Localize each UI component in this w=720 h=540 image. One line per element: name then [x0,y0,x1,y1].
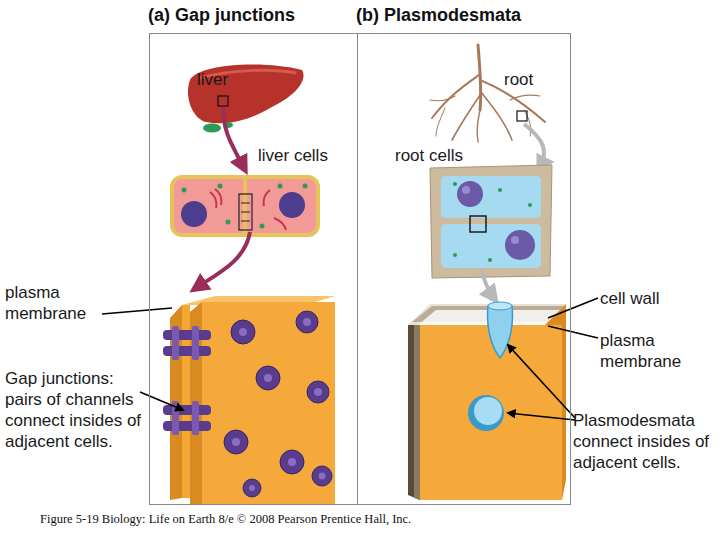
organ-label: root [504,69,554,90]
part-label: cell wall [600,288,710,309]
leader-lines [102,298,598,420]
part-label: plasma membrane [5,282,105,324]
zoom-arrow [196,232,250,288]
plasmodesma-block [408,302,566,500]
panel-heading: (a) Gap junctions [148,5,295,26]
cell-label: liver cells [258,145,358,166]
cell-label: root cells [395,145,495,166]
root-cells [430,165,552,278]
zoom-arrow [224,108,244,168]
panel-heading: (b) Plasmodesmata [356,5,521,26]
description-note: Plasmodesmata connect insides of adjacen… [573,410,718,473]
zoom-arrow [482,270,494,298]
description-note: Gap junctions: pairs of channels connect… [5,368,153,452]
gap-junction-membranes [163,296,335,505]
organ-label: liver [197,69,257,90]
part-label: plasma membrane [600,330,710,372]
liver-organ [188,65,304,133]
figure-caption: Figure 5-19 Biology: Life on Earth 8/e ©… [40,512,411,527]
figure-panel: (b) Plasmodesmata [357,33,571,505]
zoom-square [517,111,527,121]
figure-panel: (a) Gap junctions [149,33,358,505]
liver-cells [172,177,318,235]
zoom-arrow [524,124,544,168]
